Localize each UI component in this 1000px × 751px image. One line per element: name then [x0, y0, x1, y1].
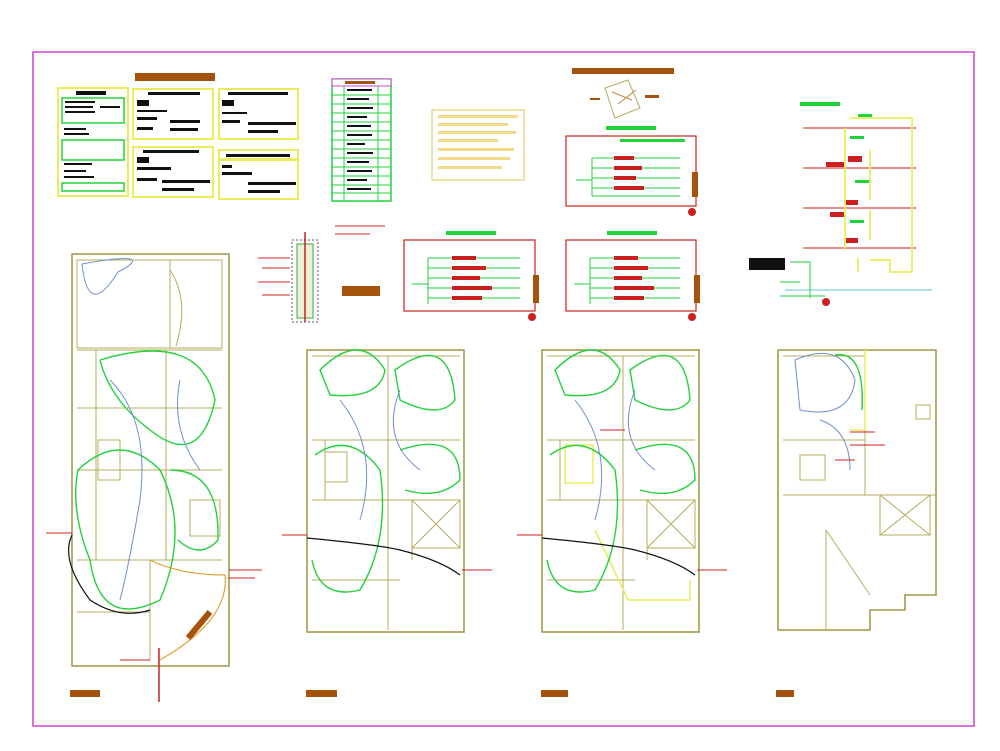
- sheet-border: [32, 51, 975, 727]
- riser-diagram: [749, 102, 932, 306]
- panel-schedule-right: [565, 231, 700, 321]
- meter-detail: [572, 68, 674, 130]
- symbol-legend-table: [331, 78, 392, 202]
- ground-well-detail: [258, 225, 385, 323]
- plan-titles: [70, 690, 794, 697]
- plan-title-2: [306, 690, 337, 697]
- panel-schedule-left: [403, 231, 539, 321]
- plan-title-3: [541, 690, 568, 697]
- tables-title-bar: [135, 73, 215, 81]
- plan-title-4: [776, 690, 794, 697]
- specification-tables: [57, 73, 299, 200]
- floor-plan-3: [517, 349, 727, 633]
- spec-table-2: [132, 88, 214, 140]
- plan-title-1: [70, 690, 100, 697]
- notes-box: [431, 109, 525, 181]
- floor-plan-2: [282, 349, 492, 633]
- floor-plan-4: [777, 349, 937, 631]
- floor-plan-1: [46, 253, 262, 702]
- panel-schedule-top: [565, 135, 698, 216]
- spec-table-1: [57, 87, 129, 197]
- spec-table-4: [132, 146, 214, 198]
